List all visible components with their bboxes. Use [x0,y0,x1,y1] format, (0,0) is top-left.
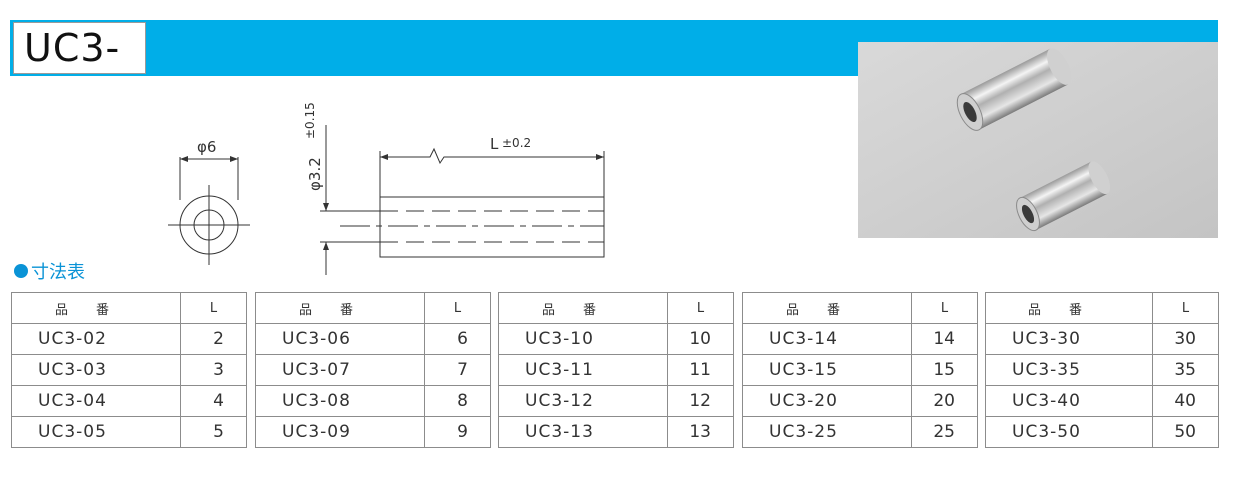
length-value: 35 [1152,354,1219,386]
length-value: 13 [667,416,734,448]
spacer-photo-image [858,42,1218,238]
part-number: UC3-04 [11,385,181,417]
length-value: 40 [1152,385,1219,417]
length-value: 12 [667,385,734,417]
length-value: 25 [911,416,978,448]
length-value: 11 [667,354,734,386]
length-tolerance: ±0.2 [502,136,531,150]
part-number: UC3-25 [742,416,912,448]
part-header: 品番 [742,292,912,324]
part-number: UC3-02 [11,323,181,355]
part-header: 品番 [498,292,668,324]
length-value: 14 [911,323,978,355]
length-header: L [911,292,978,324]
length-value: 6 [424,323,491,355]
length-header: L [424,292,491,324]
length-label: L [490,135,499,153]
length-value: 30 [1152,323,1219,355]
table-header-row: 品番 L [742,292,978,324]
length-value: 8 [424,385,491,417]
section-label: 寸法表 [14,258,85,284]
table-header-row: 品番 L [985,292,1219,324]
length-value: 15 [911,354,978,386]
part-number: UC3-03 [11,354,181,386]
table-header-row: 品番 L [498,292,734,324]
length-header: L [667,292,734,324]
length-value: 20 [911,385,978,417]
part-number: UC3-20 [742,385,912,417]
length-header: L [180,292,247,324]
part-header: 品番 [985,292,1153,324]
part-number: UC3-35 [985,354,1153,386]
length-value: 7 [424,354,491,386]
length-value: 3 [180,354,247,386]
bore-tolerance: ±0.15 [303,102,317,139]
dimension-drawing: φ6 L ±0.2 φ3.2 ±0.15 [168,102,605,275]
bore-label: φ3.2 [306,157,324,191]
part-number: UC3-07 [255,354,425,386]
length-value: 4 [180,385,247,417]
part-number: UC3-14 [742,323,912,355]
length-value: 50 [1152,416,1219,448]
part-number: UC3-06 [255,323,425,355]
part-number: UC3-15 [742,354,912,386]
table-header-row: 品番 L [255,292,491,324]
part-number: UC3-09 [255,416,425,448]
length-header: L [1152,292,1219,324]
bullet-icon [14,264,28,278]
part-number: UC3-08 [255,385,425,417]
part-number: UC3-13 [498,416,668,448]
part-number: UC3-05 [11,416,181,448]
part-number: UC3-10 [498,323,668,355]
length-value: 5 [180,416,247,448]
part-header: 品番 [255,292,425,324]
part-number: UC3-11 [498,354,668,386]
part-number: UC3-50 [985,416,1153,448]
product-title: UC3- [13,22,146,74]
part-number: UC3-30 [985,323,1153,355]
product-photo [858,42,1218,238]
part-number: UC3-12 [498,385,668,417]
part-number: UC3-40 [985,385,1153,417]
length-value: 2 [180,323,247,355]
part-header: 品番 [11,292,181,324]
length-value: 10 [667,323,734,355]
length-value: 9 [424,416,491,448]
table-header-row: 品番 L [11,292,247,324]
section-label-text: 寸法表 [31,262,85,283]
diameter-label: φ6 [197,138,216,156]
